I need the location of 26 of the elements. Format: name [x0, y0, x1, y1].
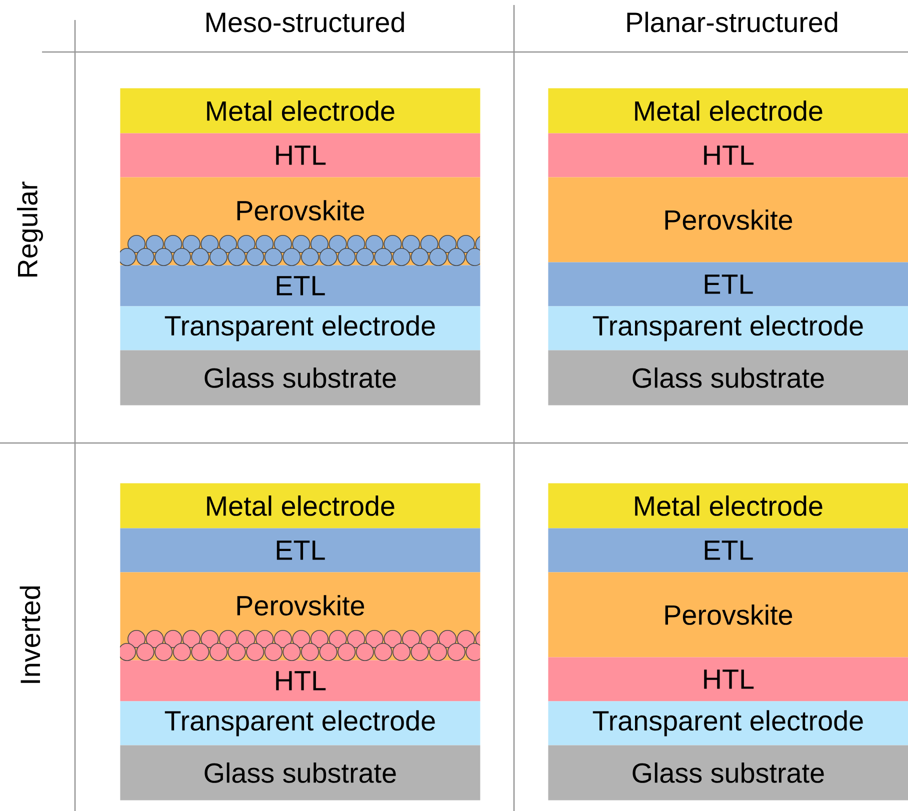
- layer-band: Metal electrode: [120, 88, 480, 134]
- layer-band: HTL: [120, 660, 480, 702]
- layer-band: Metal electrode: [548, 88, 908, 134]
- layer-band: Metal electrode: [120, 483, 480, 528]
- layer-band: Transparent electrode: [548, 306, 908, 350]
- layer-band: ETL: [120, 265, 480, 306]
- layer-band: Perovskite: [548, 177, 908, 262]
- layer-band: ETL: [548, 528, 908, 572]
- row-heading: Regular: [17, 182, 43, 277]
- layer-band: ETL: [120, 528, 480, 572]
- layer-band: HTL: [548, 133, 908, 178]
- layer-band: Metal electrode: [548, 483, 908, 528]
- row-heading: Inverted: [20, 586, 40, 683]
- layer-band: HTL: [548, 657, 908, 702]
- layer-band: Glass substrate: [120, 745, 480, 800]
- layer-band: Transparent electrode: [120, 701, 480, 746]
- column-heading: Meso-structured: [206, 12, 404, 32]
- layer-band: ETL: [548, 262, 908, 306]
- layer-band: Perovskite: [548, 572, 908, 658]
- layer-band: HTL: [120, 133, 480, 178]
- layer-band: Glass substrate: [548, 745, 908, 800]
- column-heading: Planar-structured: [627, 12, 838, 32]
- layer-band: Transparent electrode: [548, 701, 908, 746]
- layer-band: Transparent electrode: [120, 306, 480, 350]
- layer-band: Glass substrate: [548, 350, 908, 406]
- layer-band: Glass substrate: [120, 350, 480, 406]
